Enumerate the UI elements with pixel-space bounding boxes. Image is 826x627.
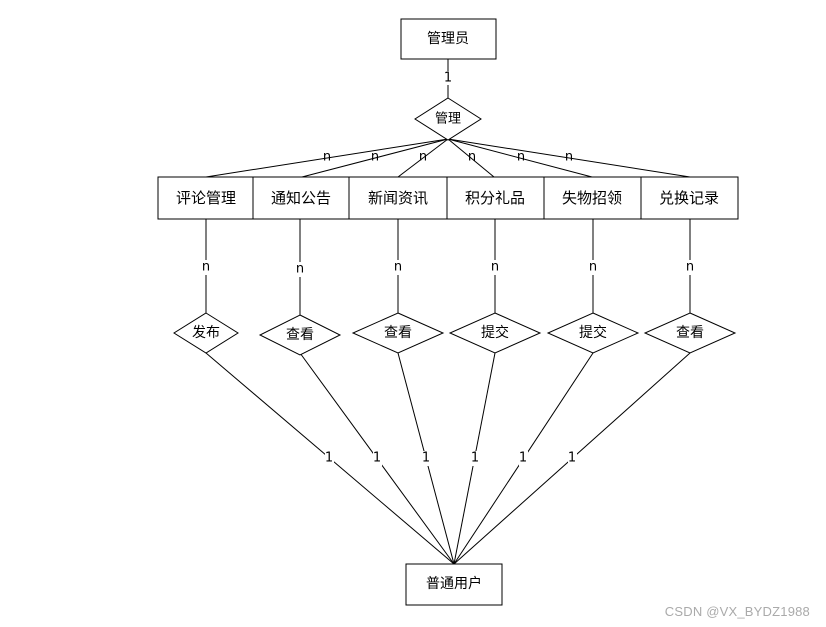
relation-diamond-5 — [546, 312, 640, 354]
entity-user: 普通用户 — [405, 563, 503, 606]
card-low-1: 1 — [325, 451, 333, 466]
entity-label-2: 通知公告 — [271, 189, 331, 207]
line-manage-entity-5 — [447, 138, 593, 178]
card-admin-manage: 1 — [444, 71, 452, 86]
card-mid-3: n — [394, 260, 402, 275]
card-top-6: n — [565, 150, 573, 165]
relation-manage-label: 管理 — [435, 112, 461, 127]
line-manage-entity-2 — [301, 138, 449, 178]
entity-label-1: 评论管理 — [176, 189, 236, 207]
relation-row: 发布 查看 查看 提交 提交 查看 — [173, 312, 737, 356]
relation-label-4: 提交 — [481, 324, 509, 341]
card-low-3: 1 — [422, 451, 430, 466]
relation-diamond-4 — [448, 312, 542, 354]
line-manage-entity-4 — [447, 138, 495, 178]
relation-diamond-3 — [351, 312, 445, 354]
card-low-5: 1 — [519, 451, 527, 466]
entity-row: 评论管理 通知公告 新闻资讯 积分礼品 失物招领 兑换记录 — [157, 176, 739, 220]
cardinality-labels: 1 n n n n n n n n n n n n 1 1 1 1 1 1 — [200, 71, 696, 466]
card-low-6: 1 — [568, 451, 576, 466]
entity-box-4 — [446, 176, 545, 220]
entity-label-3: 新闻资讯 — [368, 189, 428, 207]
card-low-2: 1 — [373, 451, 381, 466]
card-low-4: 1 — [471, 451, 479, 466]
relation-label-1: 发布 — [192, 325, 220, 341]
entity-box-6 — [640, 176, 739, 220]
card-top-4: n — [468, 150, 476, 165]
line-manage-entity-3 — [397, 138, 449, 178]
relation-label-6: 查看 — [676, 325, 704, 341]
card-top-3: n — [419, 150, 427, 165]
entity-admin: 管理员 — [400, 18, 497, 60]
relation-label-2: 查看 — [286, 327, 314, 343]
relation-label-3: 查看 — [384, 325, 412, 341]
relation-manage: 管理 — [414, 97, 482, 141]
entity-box-3 — [348, 176, 448, 220]
entity-box-2 — [252, 176, 350, 220]
relation-diamond-2 — [258, 314, 342, 356]
entity-box-1 — [157, 176, 254, 220]
entity-label-5: 失物招领 — [562, 189, 622, 207]
card-mid-6: n — [686, 260, 694, 275]
card-top-2: n — [371, 150, 379, 165]
entity-admin-label: 管理员 — [427, 31, 469, 47]
relation-label-5: 提交 — [579, 324, 607, 341]
card-mid-2: n — [296, 262, 304, 277]
card-top-5: n — [517, 150, 525, 165]
relation-diamond-6 — [643, 312, 737, 354]
card-mid-4: n — [491, 260, 499, 275]
entity-user-label: 普通用户 — [426, 575, 482, 592]
card-mid-5: n — [589, 260, 597, 275]
card-mid-1: n — [202, 260, 210, 275]
line-manage-entity-1 — [205, 138, 449, 178]
watermark: CSDN @VX_BYDZ1988 — [664, 604, 810, 619]
entity-label-4: 积分礼品 — [465, 189, 525, 207]
card-top-1: n — [323, 150, 331, 165]
relation-diamond-1 — [173, 312, 239, 354]
entity-label-6: 兑换记录 — [659, 189, 719, 207]
line-manage-entity-6 — [447, 138, 691, 178]
